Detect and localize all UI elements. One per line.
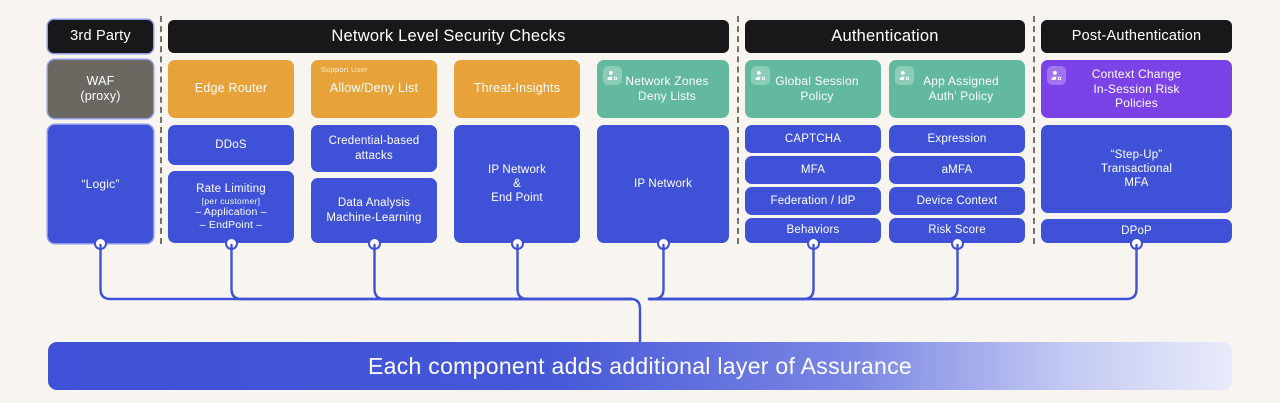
waf-line-1: WAF xyxy=(86,73,115,88)
step-up-line-3: MFA xyxy=(1124,177,1149,189)
column-header-third-party: 3rd Party xyxy=(48,20,153,53)
credential-attacks-line-1: Credential-based xyxy=(328,135,420,148)
network-zones-line-1: Network Zones xyxy=(625,74,709,89)
column-separator-3 xyxy=(1033,16,1035,244)
card-device-context[interactable]: Device Context xyxy=(889,187,1025,215)
auth-right-item-1: aMFA xyxy=(941,163,973,176)
connector-dot-dpop xyxy=(1132,239,1141,248)
connector-dot-risk-score xyxy=(953,239,962,248)
card-allow-deny-list[interactable]: Support User Allow/Deny List xyxy=(311,60,437,118)
network-zones-line-2: Deny Lists xyxy=(637,89,697,103)
dpop-label: DPoP xyxy=(1121,224,1152,237)
auth-left-item-2: Federation / IdP xyxy=(770,194,856,207)
user-badge-icon xyxy=(603,66,622,85)
step-up-line-1: “Step-Up” xyxy=(1110,148,1163,161)
auth-right-item-3: Risk Score xyxy=(928,224,986,237)
connector-dot-rate-limiting xyxy=(227,239,236,248)
column-separator-1 xyxy=(160,16,162,244)
summary-banner: Each component adds additional layer of … xyxy=(48,342,1232,390)
card-edge-router[interactable]: Edge Router xyxy=(168,60,294,118)
ip-network-endpoint-line-3: End Point xyxy=(491,192,543,204)
column-header-network-level: Network Level Security Checks xyxy=(168,20,729,53)
ip-network-label: IP Network xyxy=(633,177,693,190)
card-global-session-policy[interactable]: Global Session Policy xyxy=(745,60,881,118)
card-waf-proxy[interactable]: WAF (proxy) xyxy=(48,60,153,118)
auth-left-item-1: MFA xyxy=(800,163,826,176)
user-badge-icon xyxy=(895,66,914,85)
rate-limiting-title: Rate Limiting xyxy=(196,183,266,196)
card-credential-based-attacks[interactable]: Credential-based attacks xyxy=(311,125,437,172)
app-assigned-policy-line-1: App Assigned xyxy=(923,74,999,89)
waf-line-2: (proxy) xyxy=(80,89,121,103)
column-separator-2 xyxy=(737,16,739,244)
allow-deny-label: Allow/Deny List xyxy=(329,81,419,96)
card-expression[interactable]: Expression xyxy=(889,125,1025,153)
connector-dot-logic xyxy=(96,239,105,248)
step-up-line-2: Transactional xyxy=(1100,162,1173,175)
rate-limiting-item-1: – Application – xyxy=(195,206,267,219)
connector-dot-ip-network xyxy=(659,239,668,248)
column-header-post-authentication: Post-Authentication xyxy=(1041,20,1232,53)
ip-network-endpoint-line-2: & xyxy=(513,177,521,190)
logic-label: “Logic” xyxy=(81,176,120,191)
rate-limiting-item-2: – EndPoint – xyxy=(199,219,263,232)
data-analysis-line-1: Data Analysis xyxy=(337,197,411,210)
card-step-up-transactional-mfa[interactable]: “Step-Up” Transactional MFA xyxy=(1041,125,1232,213)
ip-network-endpoint-line-1: IP Network xyxy=(487,163,547,176)
card-ddos[interactable]: DDoS xyxy=(168,125,294,165)
card-data-analysis-ml[interactable]: Data Analysis Machine-Learning xyxy=(311,178,437,243)
rate-limiting-note: [per customer] xyxy=(201,196,261,207)
card-ip-network-end-point[interactable]: IP Network & End Point xyxy=(454,125,580,243)
ddos-label: DDoS xyxy=(215,138,247,151)
summary-banner-text: Each component adds additional layer of … xyxy=(367,352,913,379)
user-badge-icon xyxy=(1047,66,1066,85)
column-header-authentication: Authentication xyxy=(745,20,1025,53)
connector-dot-behaviors xyxy=(809,239,818,248)
global-session-policy-line-1: Global Session xyxy=(775,74,859,89)
threat-insights-label: Threat-Insights xyxy=(473,81,561,96)
card-app-assigned-auth-policy[interactable]: App Assigned Auth’ Policy xyxy=(889,60,1025,118)
auth-right-item-0: Expression xyxy=(927,132,987,145)
card-federation-idp[interactable]: Federation / IdP xyxy=(745,187,881,215)
card-network-zones-deny-lists[interactable]: Network Zones Deny Lists xyxy=(597,60,729,118)
auth-right-item-2: Device Context xyxy=(916,194,998,207)
card-rate-limiting[interactable]: Rate Limiting [per customer] – Applicati… xyxy=(168,171,294,243)
user-badge-icon xyxy=(751,66,770,85)
context-change-line-3: Policies xyxy=(1115,96,1158,111)
card-ip-network[interactable]: IP Network xyxy=(597,125,729,243)
card-mfa[interactable]: MFA xyxy=(745,156,881,184)
data-analysis-line-2: Machine-Learning xyxy=(326,211,422,224)
credential-attacks-line-2: attacks xyxy=(355,149,393,162)
global-session-policy-line-2: Policy xyxy=(800,89,834,103)
connector-dot-data-analysis xyxy=(370,239,379,248)
card-risk-score[interactable]: Risk Score xyxy=(889,218,1025,243)
edge-router-label: Edge Router xyxy=(194,81,268,96)
card-behaviors[interactable]: Behaviors xyxy=(745,218,881,243)
card-logic[interactable]: “Logic” xyxy=(48,125,153,243)
auth-left-item-0: CAPTCHA xyxy=(784,132,842,145)
auth-left-item-3: Behaviors xyxy=(786,224,840,237)
app-assigned-policy-line-2: Auth’ Policy xyxy=(928,89,994,103)
card-amfa[interactable]: aMFA xyxy=(889,156,1025,184)
allow-deny-overline: Support User xyxy=(321,65,368,74)
card-context-change-policies[interactable]: Context Change In-Session Risk Policies xyxy=(1041,60,1232,118)
connector-dot-ip-network-endpoint xyxy=(513,239,522,248)
card-captcha[interactable]: CAPTCHA xyxy=(745,125,881,153)
context-change-line-2: In-Session Risk xyxy=(1093,81,1180,96)
context-change-line-1: Context Change xyxy=(1091,67,1182,82)
card-threat-insights[interactable]: Threat-Insights xyxy=(454,60,580,118)
